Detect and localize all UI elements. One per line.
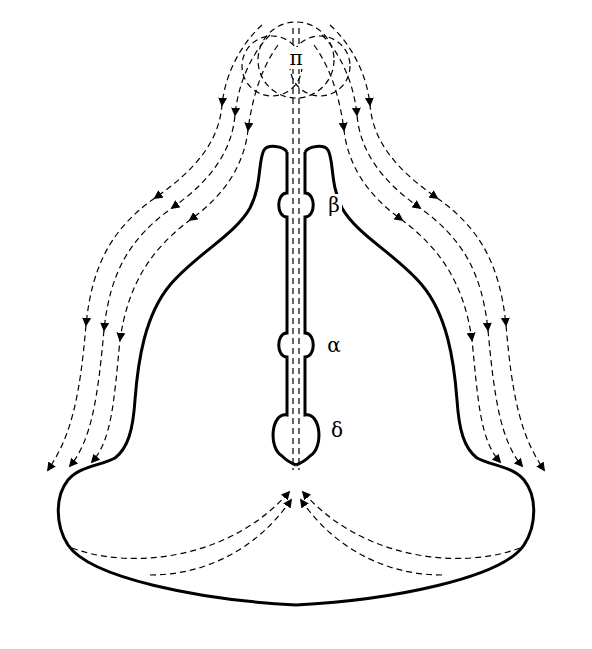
body-outline	[58, 146, 296, 605]
left-half	[48, 25, 296, 605]
part-label: π	[287, 47, 304, 69]
part-label: α	[325, 334, 343, 356]
flow-arrows	[48, 25, 291, 575]
part-label: β	[326, 194, 342, 216]
central-tube	[273, 152, 296, 465]
dashed-circles	[242, 22, 350, 98]
part-label: δ	[329, 419, 345, 441]
